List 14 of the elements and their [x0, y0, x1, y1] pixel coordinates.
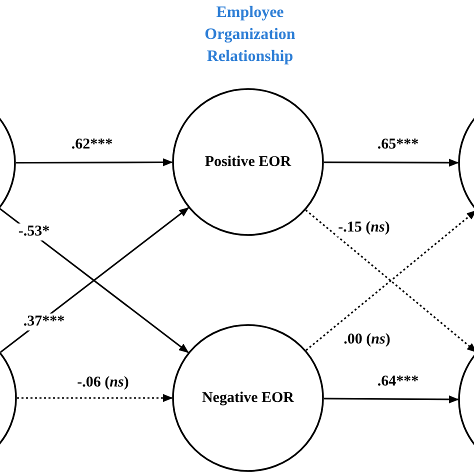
- circle-node: [172, 88, 324, 236]
- arrow: [16, 158, 173, 166]
- arrow: [17, 394, 173, 402]
- arrow: [324, 158, 459, 167]
- node-label: Positive EOR: [204, 152, 292, 172]
- arrow: [324, 395, 459, 404]
- edge-label: -.06 (ns): [75, 374, 131, 392]
- edge-label: -.15 (ns): [336, 220, 392, 236]
- circle-node: [172, 324, 324, 472]
- edge-label: -.53*: [16, 224, 52, 240]
- diagram-title: Employee Organization Relationship: [204, 3, 296, 67]
- edge-label: .37***: [21, 314, 67, 330]
- edge-label: .00 (ns): [342, 332, 392, 348]
- node-label: Negative EOR: [202, 388, 294, 408]
